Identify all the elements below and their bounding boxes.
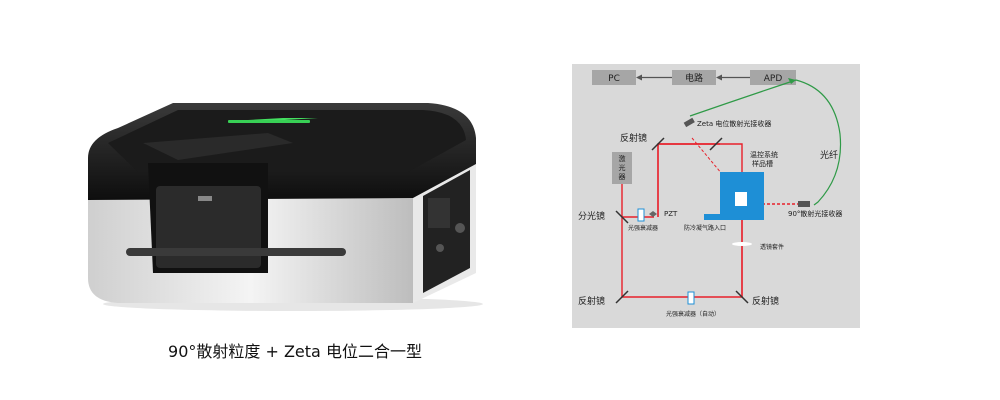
mirror-bottom-right	[735, 290, 749, 304]
beam-splitter-label: 分光镜	[578, 210, 605, 222]
sample-slot-label: 样品槽	[752, 159, 773, 168]
mirror-bottom-left-label: 反射镜	[578, 295, 605, 307]
sample-cuvette	[735, 192, 747, 206]
lens-sleeve-label: 透镜套件	[760, 243, 784, 251]
auto-attenuator-label: 光强衰减器（自动）	[666, 310, 720, 318]
mirror-top-label: 反射镜	[620, 132, 647, 144]
zeta-receiver	[683, 117, 695, 128]
pc-box	[592, 70, 636, 85]
nitrogen-inlet-label: 防冷凝气路入口	[684, 224, 726, 232]
laser-box	[612, 152, 632, 184]
circuit-label: 电路	[685, 72, 703, 84]
attenuator-auto	[687, 291, 695, 305]
zeta-receiver-label: Zeta 电位散射光接收器	[697, 119, 771, 128]
apd-label: APD	[764, 74, 783, 84]
mirror-bottom-right-label: 反射镜	[752, 295, 779, 307]
attenuator-small	[637, 208, 645, 222]
svg-text:器: 器	[619, 173, 626, 181]
fiber-line	[795, 79, 842, 206]
beam-splitter	[615, 210, 629, 224]
pzt-label: PZT	[664, 210, 678, 218]
product-caption: 90°散射粒度 + Zeta 电位二合一型	[168, 342, 422, 361]
product-image	[78, 88, 498, 318]
receiver-90-label: 90°散射光接收器	[788, 209, 842, 218]
svg-text:激: 激	[619, 154, 626, 163]
spectrometer-illustration	[88, 103, 483, 311]
lens	[732, 242, 752, 246]
receiver-90	[798, 201, 810, 207]
temp-system-label: 温控系统	[750, 150, 778, 159]
svg-text:光: 光	[619, 163, 626, 172]
pzt-element	[649, 211, 657, 217]
mirror-top-right	[709, 137, 723, 151]
circuit-box	[672, 70, 716, 85]
fiber-zeta	[689, 79, 797, 117]
fiber-label: 光纤	[820, 149, 838, 161]
apd-box	[750, 70, 796, 85]
pc-label: PC	[608, 74, 620, 84]
optical-schematic: PC 电路 APD 激	[572, 64, 860, 328]
attenuator-label: 光强衰减器	[628, 224, 658, 232]
mirror-bottom-left	[615, 290, 629, 304]
diagram-panel	[572, 64, 860, 328]
mirror-top	[651, 137, 665, 151]
